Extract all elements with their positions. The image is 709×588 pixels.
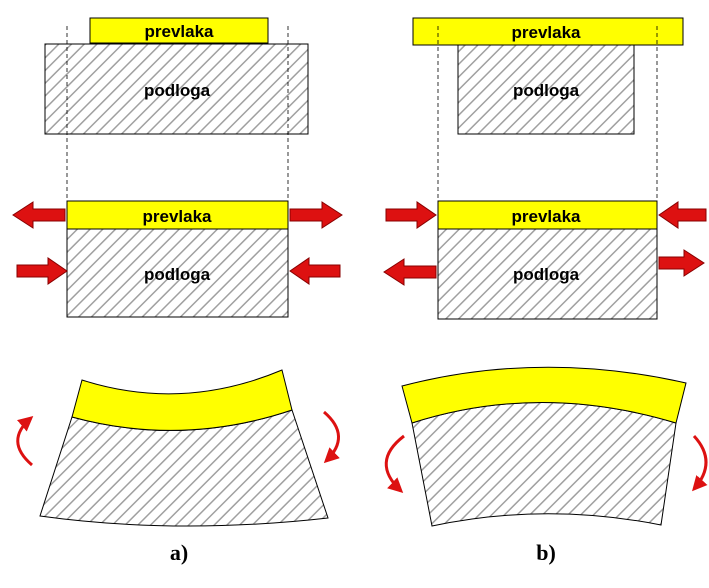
substrate-label: podloga [144, 81, 211, 100]
substrate-label: podloga [513, 265, 580, 284]
panel-a-bonded: prevlaka podloga [12, 200, 343, 318]
rotation-arrow-right-icon [692, 434, 708, 492]
rotation-arrow-right-icon [323, 410, 340, 464]
panel-a-unbonded: prevlaka podloga [44, 17, 309, 135]
substrate-block [44, 43, 309, 135]
panel-a: prevlaka podloga prevlaka podloga a) [12, 17, 343, 565]
panel-b: prevlaka podloga prevlaka podloga b) [383, 17, 708, 565]
coating-label: prevlaka [512, 23, 582, 42]
panel-b-caption: b) [536, 540, 556, 565]
panel-b-unbonded: prevlaka podloga [412, 17, 684, 135]
coating-layer [437, 200, 658, 230]
substrate-label: podloga [513, 81, 580, 100]
compression-arrow-right [658, 201, 707, 229]
coating-bent [71, 369, 293, 431]
panel-a-caption: a) [170, 540, 188, 565]
panel-a-bent [16, 369, 340, 527]
coating-layer [89, 17, 269, 44]
coating-label: prevlaka [512, 207, 582, 226]
coating-label: prevlaka [143, 207, 213, 226]
substrate-bent [411, 402, 677, 527]
coating-bent [401, 366, 687, 424]
tension-arrow-left [12, 201, 66, 229]
panel-b-bonded: prevlaka podloga [383, 200, 707, 320]
rotation-arrow-left-icon [384, 434, 405, 494]
coating-label: prevlaka [145, 22, 215, 41]
substrate-block [457, 44, 635, 135]
substrate-block [66, 228, 289, 318]
tension-arrow-right [289, 201, 343, 229]
substrate-block [437, 228, 658, 320]
coating-layer [66, 200, 289, 230]
rotation-arrow-left-icon [16, 416, 34, 467]
substrate-label: podloga [144, 265, 211, 284]
tension-arrow-right [658, 249, 705, 277]
compression-arrow-left [385, 201, 437, 229]
coating-layer [412, 17, 684, 46]
tension-arrow-left [383, 258, 437, 286]
panel-b-bent [384, 366, 708, 527]
compression-arrow-left [16, 257, 68, 285]
compression-arrow-right [289, 257, 341, 285]
